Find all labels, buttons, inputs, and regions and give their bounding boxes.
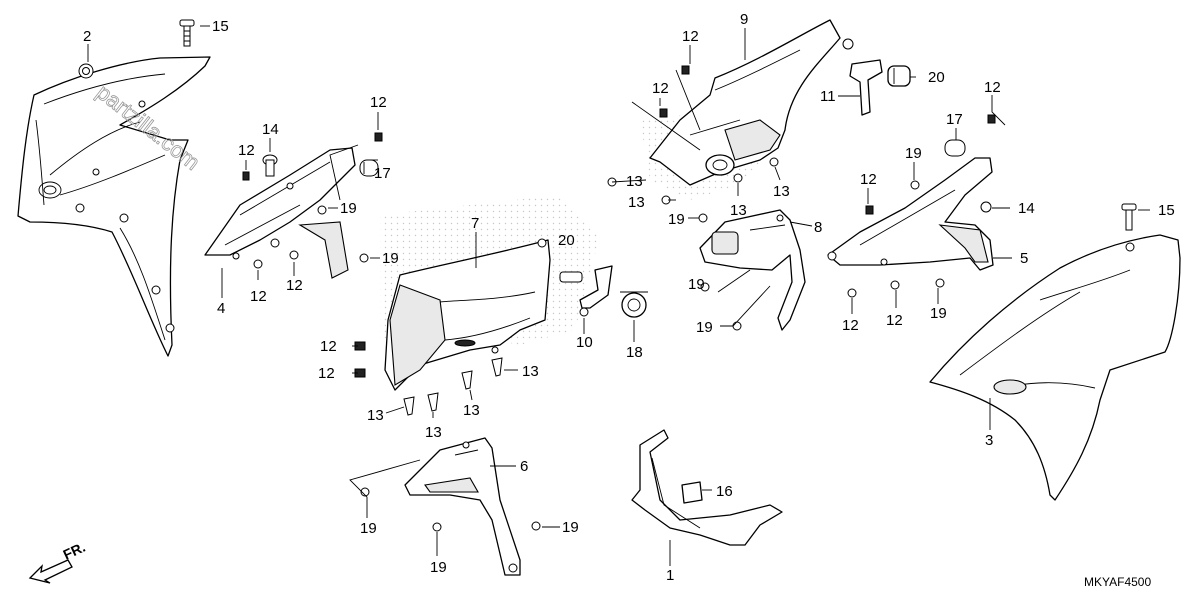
callout-12-j[interactable]: 12 <box>860 171 877 188</box>
part-10-bracket[interactable] <box>559 265 613 317</box>
fastener-19-screw-left[interactable] <box>253 205 369 269</box>
part-8-right-bracket[interactable] <box>699 209 806 331</box>
part-11-stay[interactable] <box>842 38 883 116</box>
callout-19-g[interactable]: 19 <box>688 276 705 293</box>
callout-19-j[interactable]: 19 <box>930 305 947 322</box>
front-direction-indicator: FR. <box>28 539 88 584</box>
callout-13-b[interactable]: 13 <box>367 407 384 424</box>
callout-2[interactable]: 2 <box>83 28 91 45</box>
callout-19-i[interactable]: 19 <box>905 145 922 162</box>
fastener-12-clip-a[interactable] <box>242 132 383 181</box>
leader-lines <box>87 25 1150 566</box>
fastener-12-clip-upper[interactable] <box>659 65 690 118</box>
part-1-lower-stay[interactable] <box>631 429 783 546</box>
fastener-grommet-2[interactable] <box>78 63 94 79</box>
callout-12-l[interactable]: 12 <box>886 312 903 329</box>
callout-12-c[interactable]: 12 <box>250 288 267 305</box>
callout-17-left[interactable]: 17 <box>374 165 391 182</box>
part-4-left-inner-panel[interactable] <box>204 147 356 279</box>
callout-19-d[interactable]: 19 <box>430 559 447 576</box>
callout-13-h[interactable]: 13 <box>773 183 790 200</box>
part-5-right-inner-panel[interactable] <box>827 157 994 271</box>
part-20-grommet-right[interactable] <box>887 65 911 87</box>
callout-19-h[interactable]: 19 <box>696 319 713 336</box>
part-16-clip[interactable] <box>681 481 703 504</box>
screw-15-left[interactable] <box>179 19 195 47</box>
fastener-12-clip-middle[interactable] <box>354 341 366 378</box>
callout-12-k[interactable]: 12 <box>842 317 859 334</box>
callout-12-d[interactable]: 12 <box>286 277 303 294</box>
callout-19-f[interactable]: 19 <box>668 211 685 228</box>
callout-4[interactable]: 4 <box>217 300 225 317</box>
part-9-upper-inner-cover[interactable] <box>649 19 841 186</box>
callout-17-right[interactable]: 17 <box>946 111 963 128</box>
callout-11[interactable]: 11 <box>820 88 836 105</box>
part-7-middle-inner-cover[interactable] <box>384 238 551 391</box>
callout-13-a[interactable]: 13 <box>522 363 539 380</box>
callout-18[interactable]: 18 <box>626 344 643 361</box>
callout-12-b[interactable]: 12 <box>370 94 387 111</box>
fastener-19-screw-right[interactable] <box>698 213 742 331</box>
callout-16[interactable]: 16 <box>716 483 733 500</box>
callout-13-c[interactable]: 13 <box>425 424 442 441</box>
callout-12-f[interactable]: 12 <box>318 365 335 382</box>
fastener-19-screw-lower[interactable] <box>360 487 541 532</box>
callout-7[interactable]: 7 <box>471 215 479 232</box>
part-18-clamp[interactable] <box>620 291 648 318</box>
callout-12-e[interactable]: 12 <box>320 338 337 355</box>
callout-13-f[interactable]: 13 <box>628 194 645 211</box>
callout-13-e[interactable]: 13 <box>626 173 643 190</box>
callout-14-left[interactable]: 14 <box>262 121 279 138</box>
callout-1[interactable]: 1 <box>666 567 674 584</box>
callout-labels: 2 15 14 12 12 17 19 19 4 12 12 7 20 12 1… <box>83 11 1175 584</box>
callout-14-right[interactable]: 14 <box>1018 200 1035 217</box>
fastener-13-push-rivets[interactable] <box>403 357 503 416</box>
callout-19-e[interactable]: 19 <box>562 519 579 536</box>
callout-13-g[interactable]: 13 <box>730 202 747 219</box>
callout-5[interactable]: 5 <box>1020 250 1028 267</box>
callout-8[interactable]: 8 <box>814 219 822 236</box>
fastener-17-grommet-right[interactable] <box>944 139 966 157</box>
callout-6[interactable]: 6 <box>520 458 528 475</box>
callout-12-h[interactable]: 12 <box>652 80 669 97</box>
part-2-left-upper-cowl[interactable] <box>17 56 211 357</box>
callout-15-right[interactable]: 15 <box>1158 202 1175 219</box>
callout-10[interactable]: 10 <box>576 334 593 351</box>
callout-19-c[interactable]: 19 <box>360 520 377 537</box>
fastener-right-side-screws[interactable] <box>847 114 996 298</box>
callout-19-b[interactable]: 19 <box>382 250 399 267</box>
part-6-lower-inner-bracket[interactable] <box>404 437 521 576</box>
callout-12-a[interactable]: 12 <box>238 142 255 159</box>
callout-15-left[interactable]: 15 <box>212 18 229 35</box>
screw-15-right[interactable] <box>1121 203 1137 231</box>
fastener-14-bolt[interactable] <box>262 154 278 177</box>
callout-20-middle[interactable]: 20 <box>558 232 575 249</box>
callout-20-right[interactable]: 20 <box>928 69 945 86</box>
callout-12-g[interactable]: 12 <box>682 28 699 45</box>
callout-13-d[interactable]: 13 <box>463 402 480 419</box>
callout-12-i[interactable]: 12 <box>984 79 1001 96</box>
callout-3[interactable]: 3 <box>985 432 993 449</box>
callout-19-a[interactable]: 19 <box>340 200 357 217</box>
part-3-right-upper-cowl[interactable] <box>929 234 1181 501</box>
diagram-code: MKYAF4500 <box>1084 575 1151 589</box>
front-direction-label: FR. <box>61 539 88 563</box>
callout-9[interactable]: 9 <box>740 11 748 28</box>
front-arrow-icon <box>28 559 73 584</box>
